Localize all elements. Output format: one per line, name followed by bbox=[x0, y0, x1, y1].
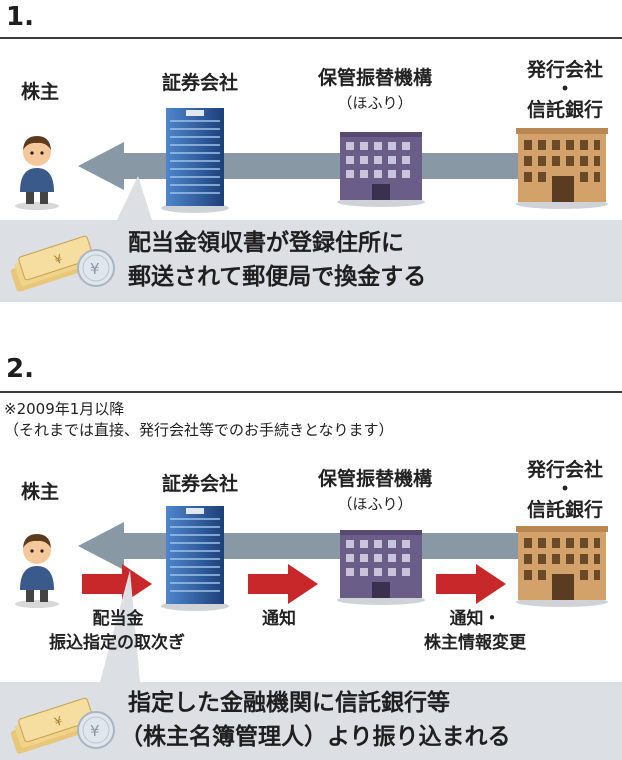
label-issuer-dot: ・ bbox=[555, 478, 575, 500]
section-number: 1. bbox=[6, 2, 34, 32]
money-bundle-icon: ¥ ¥ bbox=[8, 690, 120, 756]
label-issuer-dot: ・ bbox=[555, 78, 575, 100]
label-hofuri: 保管振替機構 bbox=[317, 468, 432, 490]
money-bundle-icon: ¥ ¥ bbox=[8, 228, 120, 294]
flow-label-2: 通知 bbox=[262, 609, 296, 629]
callout-pointer bbox=[114, 176, 154, 226]
person-icon bbox=[12, 130, 62, 210]
flow-label-1a: 配当金 bbox=[92, 609, 144, 629]
section-number: 2. bbox=[6, 354, 34, 384]
label-hofuri: 保管振替機構 bbox=[317, 67, 432, 89]
red-arrow-2 bbox=[248, 564, 318, 604]
label-hofuri-sub: （ほふり） bbox=[337, 495, 413, 513]
label-issuer-2: 信託銀行 bbox=[526, 99, 603, 121]
label-hofuri-sub: （ほふり） bbox=[337, 94, 413, 112]
tan-building-icon bbox=[514, 522, 610, 608]
label-issuer-1: 発行会社 bbox=[526, 59, 603, 81]
note-line-2: （それまでは直接、発行会社等でのお手続きとなります） bbox=[4, 421, 394, 439]
label-issuer-2: 信託銀行 bbox=[526, 499, 603, 521]
band-line-1: 指定した金融機関に信託銀行等 bbox=[128, 690, 450, 716]
divider bbox=[0, 391, 622, 393]
purple-building-icon bbox=[336, 128, 426, 208]
label-securities: 証券会社 bbox=[161, 72, 238, 94]
red-arrow-1 bbox=[82, 564, 152, 604]
purple-building-icon bbox=[336, 526, 426, 606]
flow-label-1b: 振込指定の取次ぎ bbox=[49, 633, 185, 653]
red-arrow-3 bbox=[436, 564, 506, 604]
label-issuer-1: 発行会社 bbox=[526, 459, 603, 481]
svg-text:¥: ¥ bbox=[53, 251, 65, 267]
tan-building-icon bbox=[514, 124, 610, 210]
divider bbox=[0, 37, 622, 39]
callout-pointer bbox=[100, 570, 140, 682]
note-line-1: ※2009年1月以降 bbox=[4, 400, 125, 418]
label-securities: 証券会社 bbox=[161, 473, 238, 495]
svg-text:¥: ¥ bbox=[53, 713, 65, 729]
svg-text:¥: ¥ bbox=[90, 260, 100, 278]
gray-arrow-head bbox=[78, 142, 124, 190]
office-tower-icon bbox=[160, 104, 230, 214]
flow-label-3a: 通知・ bbox=[449, 609, 501, 629]
label-shareholder: 株主 bbox=[20, 481, 59, 503]
svg-text:¥: ¥ bbox=[90, 722, 100, 740]
gray-arrow-head bbox=[78, 522, 124, 570]
label-shareholder: 株主 bbox=[20, 81, 59, 103]
person-icon bbox=[12, 528, 62, 608]
band-line-2: （株主名簿管理人）より振り込まれる bbox=[120, 724, 511, 750]
office-tower-icon bbox=[160, 502, 230, 612]
flow-label-3b: 株主情報変更 bbox=[424, 633, 526, 653]
band-line-2: 郵送されて郵便局で換金する bbox=[128, 264, 427, 290]
band-line-1: 配当金領収書が登録住所に bbox=[128, 230, 404, 256]
